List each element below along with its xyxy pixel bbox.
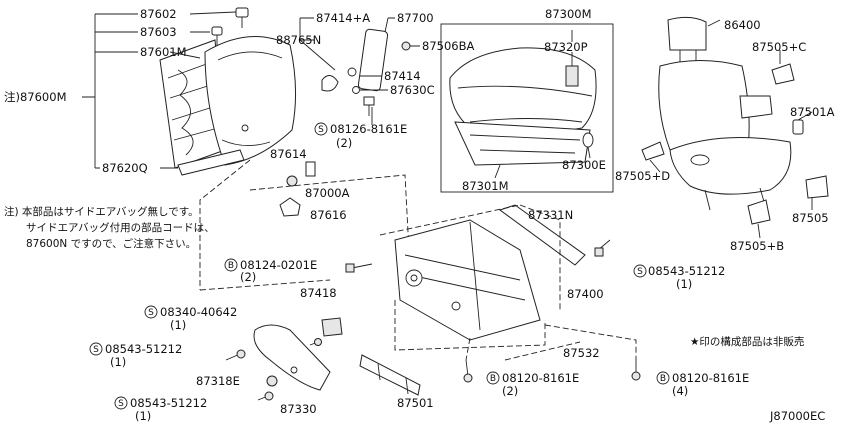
cable-87532 bbox=[504, 341, 581, 361]
label-87505: 87505 bbox=[792, 211, 829, 225]
screws-left bbox=[225, 338, 322, 401]
cushion-frame bbox=[454, 121, 591, 166]
s-mark-08340-letter: S bbox=[148, 308, 154, 318]
note-line-2: サイドエアバッグ付用の部品コードは、 bbox=[26, 221, 215, 234]
cushion-pad-87300e bbox=[582, 132, 594, 148]
label-87301m: 87301M bbox=[462, 179, 509, 193]
bolt-right bbox=[594, 239, 611, 257]
label-08120-a: 08120-8161E bbox=[502, 371, 579, 385]
b-mark-08120-a-letter: B bbox=[490, 374, 496, 384]
s-mark-08126-letter: S bbox=[318, 125, 324, 135]
cushion-assembly-box bbox=[440, 23, 614, 193]
b-mark-08124-letter: B bbox=[228, 261, 234, 271]
b-mark-08120-b-letter: B bbox=[660, 374, 666, 384]
knob-87418 bbox=[321, 317, 343, 337]
label-87000a: 87000A bbox=[305, 186, 350, 200]
seat-back-trim-87620q bbox=[177, 149, 245, 176]
label-87505d: 87505+D bbox=[615, 169, 670, 183]
label-08543-b: 08543-51212 bbox=[105, 342, 182, 356]
label-87616: 87616 bbox=[310, 208, 347, 222]
bolt-center-left bbox=[345, 263, 373, 273]
s-mark-08340 bbox=[144, 305, 158, 319]
label-87320p: 87320P bbox=[544, 40, 588, 54]
label-08120-b-qty: (4) bbox=[672, 384, 688, 398]
b-mark-08120-b bbox=[656, 371, 670, 385]
label-86400: 86400 bbox=[724, 18, 761, 32]
label-87501a: 87501A bbox=[790, 105, 835, 119]
label-87700: 87700 bbox=[397, 11, 434, 25]
diagram-code: J87000EC bbox=[769, 409, 825, 423]
note-line-1: 注) 本部品はサイドエアバッグ無しです。 bbox=[4, 205, 199, 218]
bolts-bottom bbox=[463, 359, 641, 383]
s-mark-08126 bbox=[314, 122, 328, 136]
legend-note: ★印の構成部品は非販売 bbox=[690, 335, 804, 348]
note-line-3: 87600N ですので、ご注意下さい。 bbox=[26, 237, 196, 250]
label-87602: 87602 bbox=[140, 7, 177, 21]
seat-small-parts-right bbox=[641, 63, 829, 225]
label-87601m: 87601M bbox=[140, 45, 187, 59]
label-87505b: 87505+B bbox=[730, 239, 784, 253]
label-88765n: 88765N bbox=[276, 33, 321, 47]
label-87630c: 87630C bbox=[390, 83, 435, 97]
label-08340-qty: (1) bbox=[170, 318, 186, 332]
s-mark-08543-c-letter: S bbox=[118, 399, 124, 409]
label-87300m: 87300M bbox=[545, 7, 592, 21]
label-08543-a-qty: (1) bbox=[676, 277, 692, 291]
headrest-guide-87602 bbox=[235, 7, 249, 28]
label-87318e: 87318E bbox=[196, 374, 240, 388]
label-87330: 87330 bbox=[280, 402, 317, 416]
label-08124: 08124-0201E bbox=[240, 258, 317, 272]
label-08126-qty: (2) bbox=[336, 136, 352, 150]
label-87603: 87603 bbox=[140, 25, 177, 39]
label-08543-b-qty: (1) bbox=[110, 355, 126, 369]
label-08340: 08340-40642 bbox=[160, 305, 237, 319]
seat-cushion bbox=[449, 47, 597, 134]
headrest-guide-87603 bbox=[211, 26, 223, 46]
label-87414a: 87414+A bbox=[316, 11, 370, 25]
label-87620q: 87620Q bbox=[102, 161, 148, 175]
label-87400: 87400 bbox=[567, 287, 604, 301]
s-mark-08543-b-letter: S bbox=[93, 345, 99, 355]
label-87501: 87501 bbox=[397, 396, 434, 410]
label-08124-qty: (2) bbox=[240, 270, 256, 284]
label-87331n: 87331N bbox=[528, 208, 573, 222]
label-08543-c-qty: (1) bbox=[135, 409, 151, 423]
seat-back-cushion bbox=[204, 36, 297, 166]
s-mark-08543-c bbox=[114, 396, 128, 410]
label-87418: 87418 bbox=[300, 286, 337, 300]
s-mark-08543-a bbox=[633, 264, 647, 278]
label-87505c: 87505+C bbox=[752, 40, 806, 54]
label-87532: 87532 bbox=[563, 346, 600, 360]
seat-slide-rail bbox=[394, 219, 541, 341]
label-87506ba: 87506BA bbox=[422, 39, 474, 53]
label-08543-a: 08543-51212 bbox=[648, 264, 725, 278]
b-mark-08124 bbox=[224, 258, 238, 272]
s-mark-08543-b bbox=[89, 342, 103, 356]
label-08126: 08126-8161E bbox=[330, 122, 407, 136]
b-mark-08120-a bbox=[486, 371, 500, 385]
side-cover-87330 bbox=[253, 324, 331, 391]
seat-rail-bracket-87331n bbox=[498, 204, 586, 266]
label-87614: 87614 bbox=[270, 147, 307, 161]
label-87300e: 87300E bbox=[562, 158, 606, 172]
bracket-87614-group bbox=[279, 161, 316, 217]
bracket-87501 bbox=[359, 354, 421, 396]
s-mark-08543-a-letter: S bbox=[637, 267, 643, 277]
reclining-lever-parts bbox=[321, 28, 411, 116]
label-08543-c: 08543-51212 bbox=[130, 396, 207, 410]
label-08120-b: 08120-8161E bbox=[672, 371, 749, 385]
label-87414: 87414 bbox=[384, 69, 421, 83]
label-87600m: 注)87600M bbox=[4, 90, 67, 104]
label-08120-a-qty: (2) bbox=[502, 384, 518, 398]
